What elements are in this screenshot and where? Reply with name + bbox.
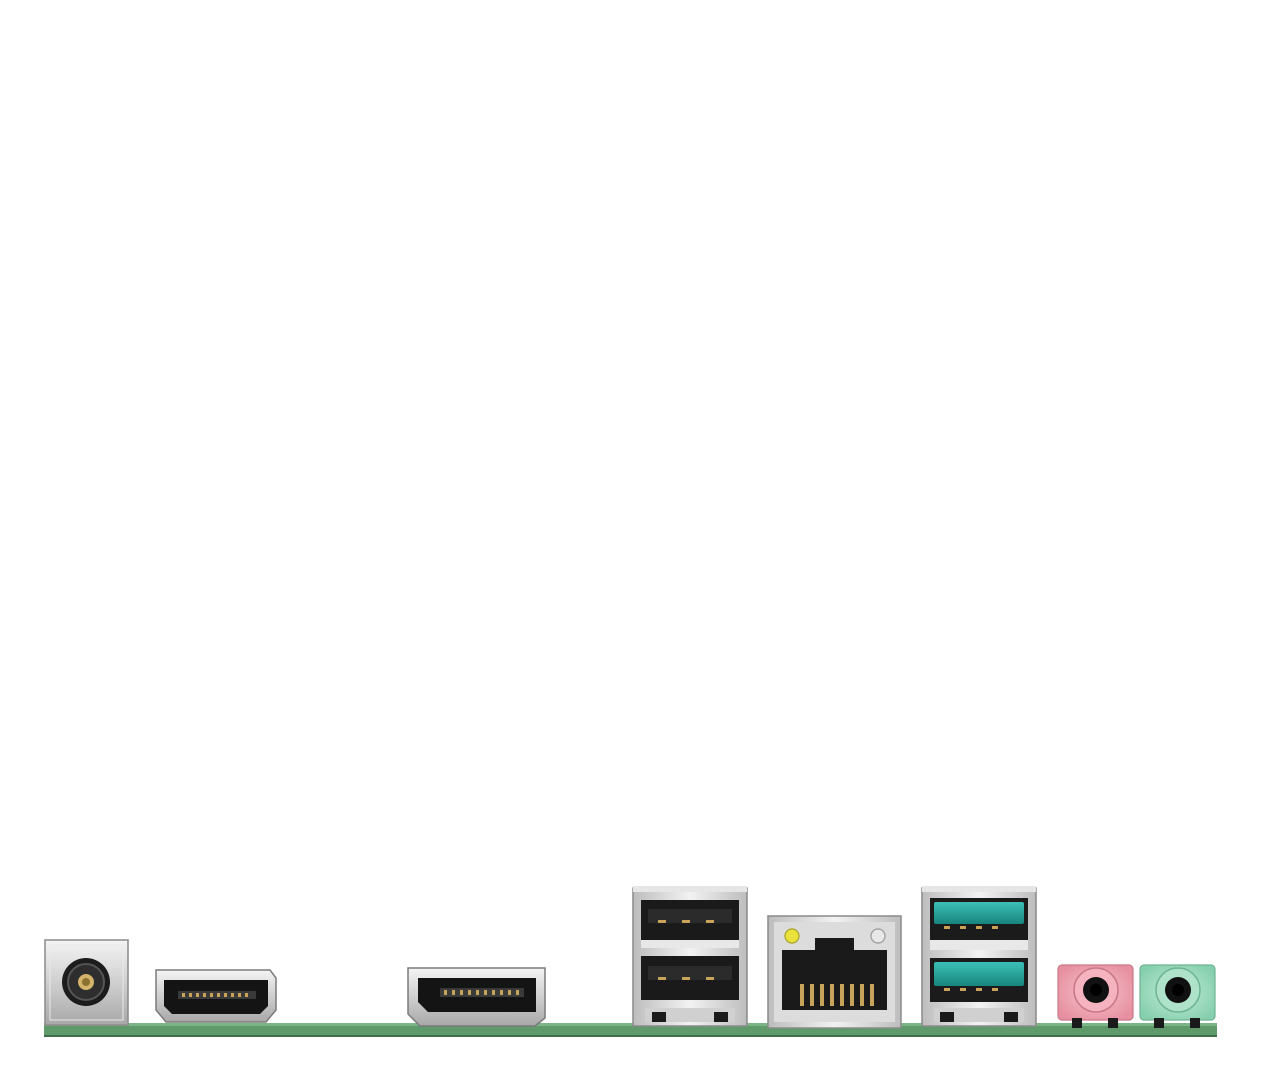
usb2-stack [632,886,748,1027]
displayport-port [407,967,546,1027]
dc-power-jack [44,939,129,1026]
rear-io-panel [0,860,1262,1060]
rear-io-illustration [44,886,1217,1037]
usb3-stack [921,886,1037,1027]
rj45-lan-port [767,915,902,1029]
mic-in-jack [1057,964,1134,1028]
line-out-jack [1139,964,1216,1028]
pcb-edge [44,1023,1217,1037]
hdmi-port [155,969,277,1023]
